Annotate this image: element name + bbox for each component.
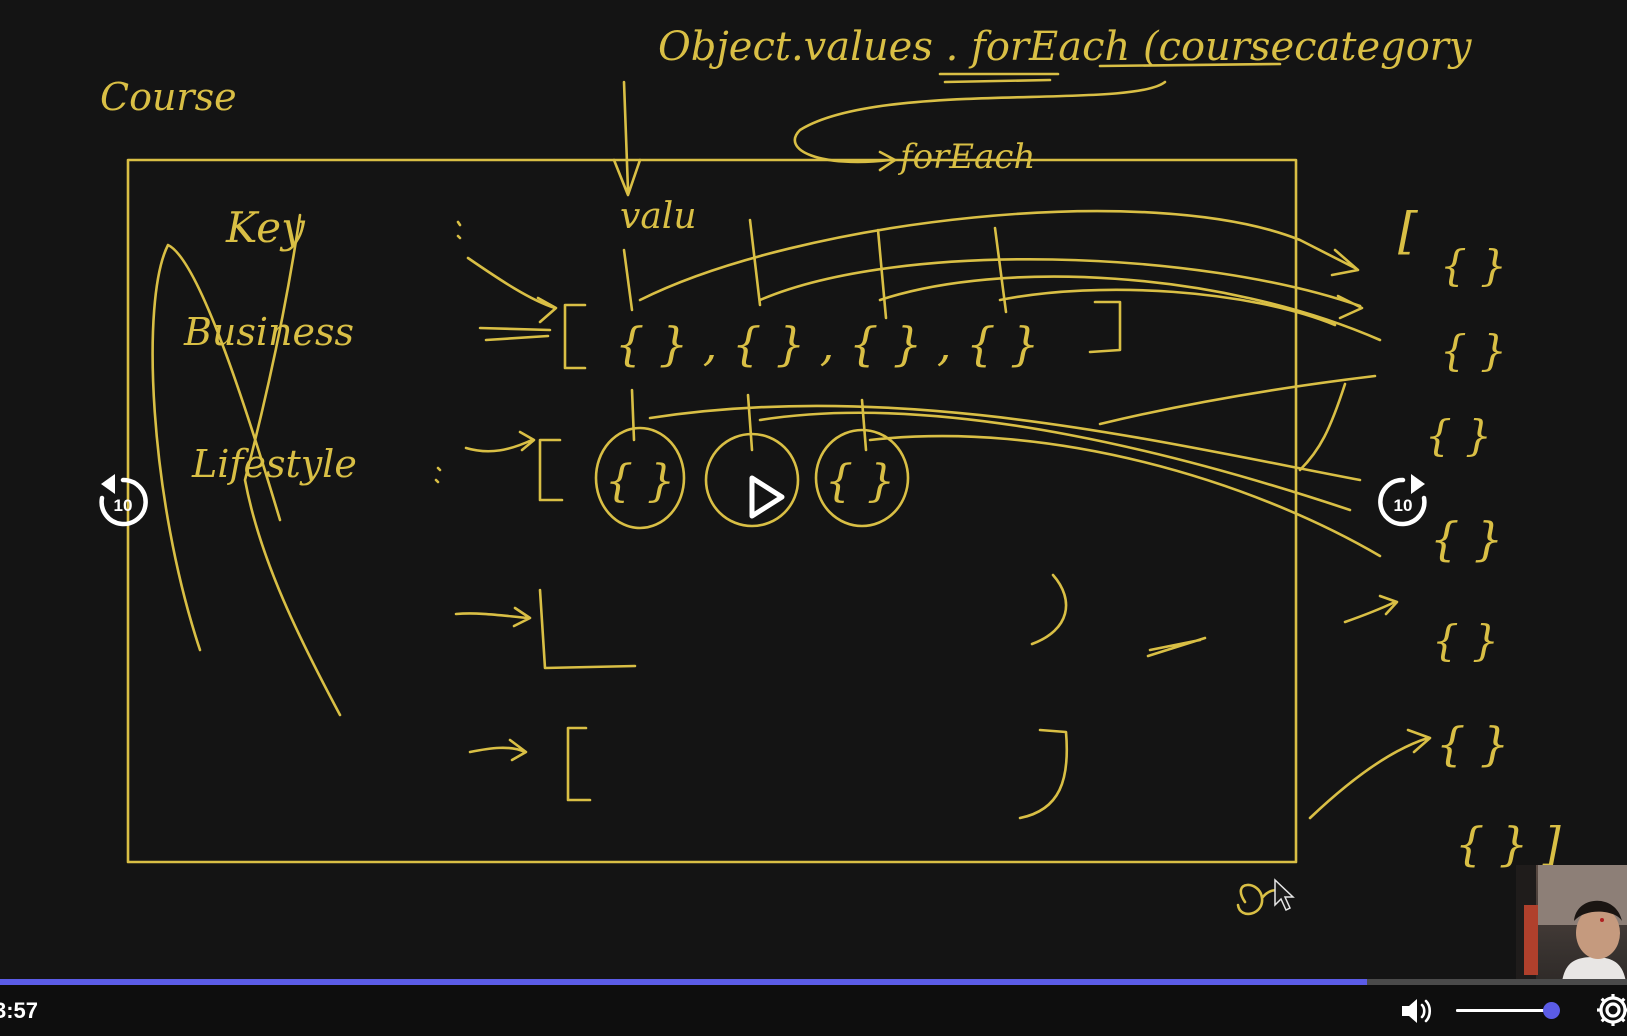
video-stage[interactable]: Object.values . forEach (coursecategory …: [0, 0, 1627, 997]
row1-close-bracket: [1088, 300, 1122, 354]
row2-open-bracket: [538, 438, 564, 502]
forward-10-icon: 10: [1378, 474, 1427, 527]
colons: [434, 220, 462, 484]
value-label: valu: [620, 196, 697, 237]
row1-objects: { } , { } , { } , { }: [615, 317, 1039, 371]
row4-open-bracket: [566, 726, 592, 802]
row2-circle-1: [594, 426, 686, 530]
volume-fill: [1456, 1009, 1551, 1012]
play-button[interactable]: [730, 462, 800, 532]
output-object-4: { }: [1430, 512, 1503, 566]
category-underline: [1098, 62, 1282, 68]
control-bar: 3:57: [0, 985, 1627, 1036]
row4-arrow: [468, 738, 528, 762]
row3-close-bracket: [1030, 573, 1068, 646]
arc-1: [638, 209, 1360, 302]
arc-2: [758, 258, 1364, 320]
current-time: 3:57: [0, 998, 39, 1023]
row2-arrow: [464, 430, 536, 453]
volume-knob[interactable]: [1543, 1002, 1560, 1019]
progress-bar[interactable]: [0, 979, 1627, 985]
arc-5: [648, 404, 1362, 482]
volume-button[interactable]: [1398, 993, 1434, 1029]
foreach-label: forEach: [897, 137, 1035, 177]
key-label: Key: [225, 203, 306, 252]
rewind-10-button[interactable]: 10: [88, 467, 158, 537]
row2-obj-3: { }: [825, 456, 895, 507]
arc-4: [998, 288, 1337, 327]
output-open-bracket: [: [1398, 202, 1418, 260]
arc-3: [878, 275, 1382, 342]
object-box: [126, 158, 1298, 864]
value-arrow: [612, 80, 642, 197]
business-label: Business: [183, 310, 354, 354]
volume-slider[interactable]: [1456, 1002, 1560, 1019]
lifestyle-label: Lifestyle: [191, 442, 357, 486]
output-object-2: { }: [1440, 326, 1507, 375]
row2-obj-1: { }: [605, 456, 675, 507]
output-arrow-1: [1343, 594, 1399, 624]
volume-icon: [1402, 999, 1432, 1023]
row1-down-ticks: [622, 218, 1008, 320]
gear-icon: [1597, 994, 1627, 1026]
output-object-6: { }: [1436, 717, 1509, 771]
row2-down-ticks: [630, 388, 868, 452]
dash-mark: [1146, 636, 1207, 658]
rewind-10-icon: 10: [99, 474, 148, 527]
webcam-thumbnail[interactable]: [1516, 865, 1627, 997]
whiteboard-drawing: Object.values . forEach (coursecategory …: [100, 24, 1561, 916]
output-close: { } ]: [1455, 817, 1561, 871]
row3-open-bracket: [538, 588, 637, 670]
forward-seconds: 10: [1394, 496, 1413, 515]
forward-10-button[interactable]: 10: [1368, 467, 1438, 537]
row3-arrow: [454, 606, 532, 628]
key-crossout: [151, 213, 342, 717]
row1-arrow: [466, 256, 558, 342]
mouse-cursor-icon: [1274, 878, 1295, 912]
row1-open-bracket: [563, 303, 587, 370]
row4-close-bracket: [1018, 728, 1069, 820]
presenter-image: [1516, 865, 1627, 997]
row2-circle-3: [814, 428, 910, 528]
output-object-5: { }: [1432, 616, 1499, 665]
arc-6: [758, 411, 1352, 512]
settings-button[interactable]: [1594, 991, 1627, 1029]
foreach-loop: [793, 80, 1167, 172]
arc-8: [1098, 374, 1377, 472]
foreach-underline: [938, 72, 1060, 84]
heading-text: Object.values . forEach (coursecategory: [658, 24, 1473, 70]
output-object-3: { }: [1425, 411, 1492, 460]
output-object-1: { }: [1440, 241, 1507, 290]
rewind-seconds: 10: [114, 496, 133, 515]
arc-7: [868, 434, 1382, 558]
progress-fill: [0, 979, 1367, 985]
output-arrow-2: [1308, 728, 1432, 820]
course-label: Course: [100, 75, 237, 119]
play-icon: [749, 475, 785, 519]
